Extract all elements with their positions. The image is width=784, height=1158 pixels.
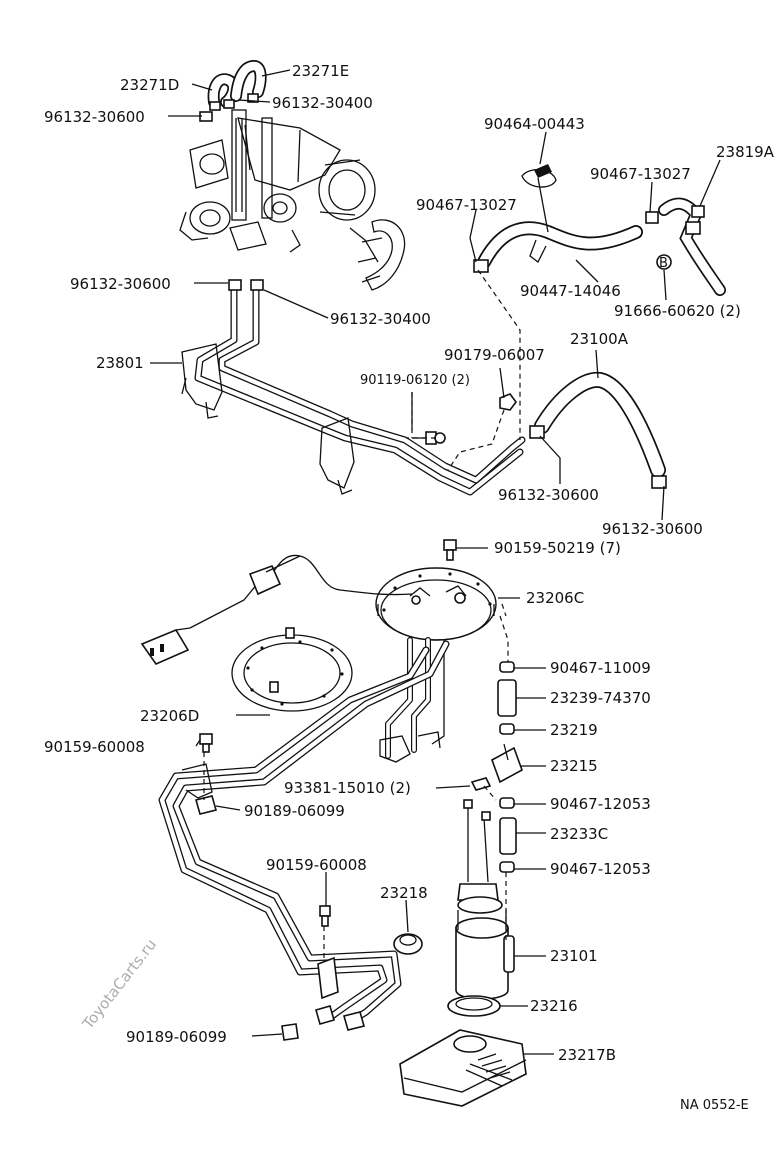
label-23219: 23219 xyxy=(550,721,598,739)
connection-lines-upper xyxy=(406,269,521,471)
label-96132-30600-d: 96132-30600 xyxy=(602,520,703,538)
label-90467-11009: 90467-11009 xyxy=(550,659,651,677)
screw-90159-50219 xyxy=(443,539,457,561)
label-90189-06099-b: 90189-06099 xyxy=(126,1028,227,1046)
part-labels: 23271D 23271E 96132-30400 96132-30600 96… xyxy=(44,62,775,1113)
label-23216: 23216 xyxy=(530,997,578,1015)
label-90179-06007: 90179-06007 xyxy=(444,346,545,364)
clip-93381 xyxy=(470,777,492,791)
label-23271D: 23271D xyxy=(120,76,179,94)
label-93381-15010: 93381-15010 (2) xyxy=(284,779,411,797)
fuel-pump-23101 xyxy=(455,799,515,1000)
label-23801: 23801 xyxy=(96,354,144,372)
filter-23217B xyxy=(399,1029,527,1107)
hose-23819A: B xyxy=(645,197,726,296)
screw-90159-60008-b xyxy=(319,905,331,927)
clip-90189-b xyxy=(281,1023,299,1041)
vacuum-hoses-23271 xyxy=(199,59,267,122)
label-23206C: 23206C xyxy=(526,589,584,607)
label-23100A: 23100A xyxy=(570,330,629,348)
label-23233C: 23233C xyxy=(550,825,608,843)
hose-23100A xyxy=(529,371,667,489)
label-90467-12053-a: 90467-12053 xyxy=(550,795,651,813)
label-90119-06120: 90119-06120 (2) xyxy=(360,373,470,388)
label-23101: 23101 xyxy=(550,947,598,965)
label-96132-30600-a: 96132-30600 xyxy=(44,108,145,126)
lower-fuel-pipes xyxy=(158,640,450,1031)
pump-component-stack xyxy=(491,661,523,873)
label-90159-60008-a: 90159-60008 xyxy=(44,738,145,756)
label-23218: 23218 xyxy=(380,884,428,902)
label-90467-12053-b: 90467-12053 xyxy=(550,860,651,878)
hose-90447-14046 xyxy=(473,164,643,273)
fuel-pipe-23801 xyxy=(181,279,526,496)
label-90464-00443: 90464-00443 xyxy=(484,115,585,133)
label-90447-14046: 90447-14046 xyxy=(520,282,621,300)
label-90159-60008-b: 90159-60008 xyxy=(266,856,367,874)
label-96132-30400-b: 96132-30400 xyxy=(330,310,431,328)
grommet-glyph: B xyxy=(659,256,668,271)
gasket-23206D xyxy=(231,627,353,712)
sender-wire-connector xyxy=(140,554,413,665)
label-23819A: 23819A xyxy=(716,143,775,161)
label-90189-06099-a: 90189-06099 xyxy=(244,802,345,820)
label-96132-30400-a: 96132-30400 xyxy=(272,94,373,112)
nut-90179 xyxy=(499,393,517,411)
watermark: ToyotaCarts.ru xyxy=(78,936,160,1034)
label-91666-60620: 91666-60620 (2) xyxy=(614,302,741,320)
label-23217B: 23217B xyxy=(558,1046,616,1064)
label-96132-30600-b: 96132-30600 xyxy=(70,275,171,293)
label-23206D: 23206D xyxy=(140,707,199,725)
label-90467-13027-a: 90467-13027 xyxy=(416,196,517,214)
label-23215: 23215 xyxy=(550,757,598,775)
ring-23216 xyxy=(447,995,501,1017)
label-23271E: 23271E xyxy=(292,62,349,80)
label-90159-50219: 90159-50219 (7) xyxy=(494,539,621,557)
screw-90159-60008-a xyxy=(199,733,213,753)
connection-lines-lower xyxy=(203,603,509,960)
cushion-23218 xyxy=(393,933,423,955)
leader-lines xyxy=(150,69,721,1055)
clip-90189-a xyxy=(195,795,217,815)
fuel-pump-bracket-23206C xyxy=(375,567,497,763)
diagram-code: NA 0552-E xyxy=(680,1098,749,1113)
label-96132-30600-c: 96132-30600 xyxy=(498,486,599,504)
label-23239-74370: 23239-74370 xyxy=(550,689,651,707)
engine-throttle-assembly xyxy=(179,109,406,291)
label-90467-13027-b: 90467-13027 xyxy=(590,165,691,183)
